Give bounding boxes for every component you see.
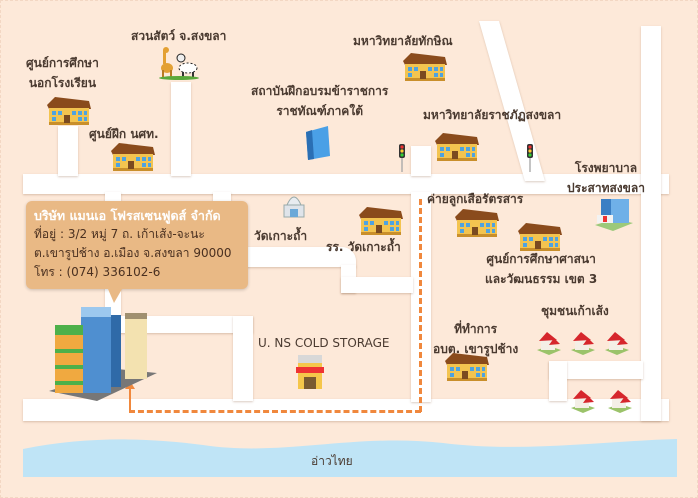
hospital-label-line1: โรงพยาบาล bbox=[574, 161, 638, 175]
school-icon bbox=[453, 207, 501, 239]
route-vertical bbox=[419, 199, 422, 412]
nfe-center-label-line1: ศูนย์การศึกษา bbox=[26, 56, 99, 70]
rajabhat-road bbox=[411, 146, 431, 176]
thaksin-univ-label: มหาวิทยาลัยทักษิณ bbox=[353, 34, 453, 48]
nst-training-label: ศูนย์ฝึก นศท. bbox=[89, 127, 159, 141]
civil-institute-label-line2: ราชทัณฑ์ภาคใต้ bbox=[276, 104, 363, 118]
school-icon bbox=[433, 131, 481, 163]
temple-road bbox=[246, 247, 356, 267]
house-icon bbox=[603, 328, 631, 356]
sao-office-label-line1: ที่ทำการ bbox=[454, 322, 498, 336]
company-address-line2: ต.เขารูปช้าง อ.เมือง จ.สงขลา 90000 bbox=[34, 246, 232, 260]
scout-camp-label: ค่ายลูกเสือรัตรสาร bbox=[427, 192, 524, 206]
house-icon bbox=[569, 386, 597, 414]
company-building-icon bbox=[49, 307, 157, 401]
zoo-animals-icon bbox=[159, 47, 199, 80]
temple-school-label: รร. วัดเกาะถ้ำ bbox=[326, 240, 401, 254]
hospital-label: โรงพยาบาล ประสาทสงขลา bbox=[567, 158, 645, 198]
religion-center-label-line1: ศูนย์การศึกษาศาสนา bbox=[486, 252, 596, 266]
civil-institute-label-line1: สถาบันฝึกอบรมข้าราชการ bbox=[251, 84, 389, 98]
temple-road-3 bbox=[341, 277, 413, 293]
nfe-road bbox=[58, 126, 78, 176]
hospital-label-line2: ประสาทสงขลา bbox=[567, 181, 645, 195]
traffic-light-icon bbox=[526, 144, 534, 172]
school-icon bbox=[357, 205, 405, 237]
company-info-callout: บริษัท แมนเอ โฟรสเซนฟูดส์ จำกัด ที่อยู่ … bbox=[26, 201, 248, 303]
school-icon bbox=[443, 351, 491, 383]
company-address-line1: ที่อยู่ : 3/2 หมู่ 7 ถ. เก้าเส้ง-จะนะ bbox=[34, 227, 205, 241]
community-road-2 bbox=[549, 361, 567, 401]
sao-office-label-line2: อบต. เขารูปช้าง bbox=[433, 342, 519, 356]
sea-label: อ่าวไทย bbox=[311, 454, 353, 468]
sea bbox=[23, 439, 677, 477]
rajabhat-univ-label: มหาวิทยาลัยราชภัฏสงขลา bbox=[423, 108, 562, 122]
company-name: บริษัท แมนเอ โฟรสเซนฟูดส์ จำกัด bbox=[34, 208, 221, 223]
zoo-road bbox=[171, 82, 191, 176]
temple-icon bbox=[283, 196, 305, 218]
store-icon bbox=[296, 355, 324, 389]
house-icon bbox=[535, 328, 563, 356]
nfe-center-label-line2: นอกโรงเรียน bbox=[28, 76, 97, 90]
side-road-3 bbox=[233, 316, 253, 401]
civil-institute-label: สถาบันฝึกอบรมข้าราชการ ราชทัณฑ์ภาคใต้ bbox=[251, 81, 388, 121]
traffic-light-icon bbox=[398, 144, 406, 172]
cold-storage-label: U. NS COLD STORAGE bbox=[258, 336, 390, 350]
school-icon bbox=[45, 95, 93, 127]
main-road bbox=[23, 174, 669, 194]
route-end bbox=[129, 387, 131, 412]
religion-center-label: ศูนย์การศึกษาศาสนา และวัฒนธรรม เขต 3 bbox=[485, 249, 597, 289]
office-tower-icon bbox=[306, 126, 330, 160]
school-icon bbox=[401, 51, 449, 83]
company-phone: โทร : (074) 336102-6 bbox=[34, 265, 161, 279]
right-road bbox=[641, 26, 661, 421]
community-road-1 bbox=[549, 361, 643, 379]
nfe-center-label: ศูนย์การศึกษา นอกโรงเรียน bbox=[26, 53, 99, 93]
house-icon bbox=[606, 386, 634, 414]
school-icon bbox=[109, 141, 157, 173]
route-horizontal bbox=[129, 410, 421, 413]
hospital-icon bbox=[595, 199, 633, 231]
sao-office-label: ที่ทำการ อบต. เขารูปช้าง bbox=[433, 319, 518, 359]
house-icon bbox=[569, 328, 597, 356]
diagonal-road bbox=[479, 21, 545, 181]
zoo-label: สวนสัตว์ จ.สงขลา bbox=[131, 29, 227, 43]
community-label: ชุมชนเก้าเส้ง bbox=[541, 304, 609, 318]
temple-label: วัดเกาะถ้ำ bbox=[254, 229, 308, 243]
religion-center-label-line2: และวัฒนธรรม เขต 3 bbox=[485, 272, 598, 286]
